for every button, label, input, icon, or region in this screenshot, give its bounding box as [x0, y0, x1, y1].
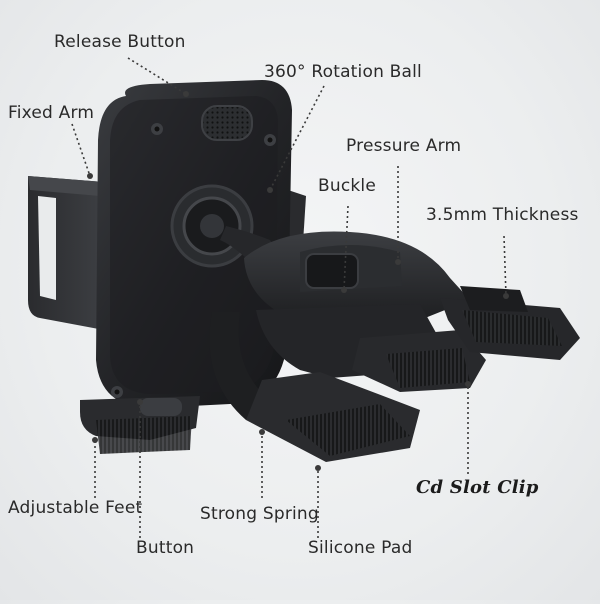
release-button-part: [201, 105, 253, 141]
release-button-label: Release Button: [54, 32, 186, 52]
fixed-arm-label: Fixed Arm: [8, 103, 95, 123]
thickness-label: 3.5mm Thickness: [426, 205, 579, 225]
pressure-arm-label: Pressure Arm: [346, 136, 462, 156]
silicone-pad-part: [286, 404, 410, 456]
strong-spring-label: Strong Spring: [200, 504, 319, 524]
adjustable-feet-label: Adjustable Feet: [8, 498, 143, 518]
rotation-ball-label: 360° Rotation Ball: [264, 62, 422, 82]
button-label: Button: [136, 538, 195, 558]
buckle-part: [305, 253, 359, 289]
leader-dots: [87, 91, 509, 471]
leader-lines: [71, 57, 507, 538]
button-part: [140, 398, 182, 416]
cd-slot-clip-part: [209, 231, 580, 462]
buckle-label: Buckle: [318, 176, 377, 196]
silicone-pad-label: Silicone Pad: [308, 538, 413, 558]
fixed-arm-part: [28, 176, 104, 330]
cd-slot-clip-label: Cd Slot Clip: [416, 477, 539, 498]
